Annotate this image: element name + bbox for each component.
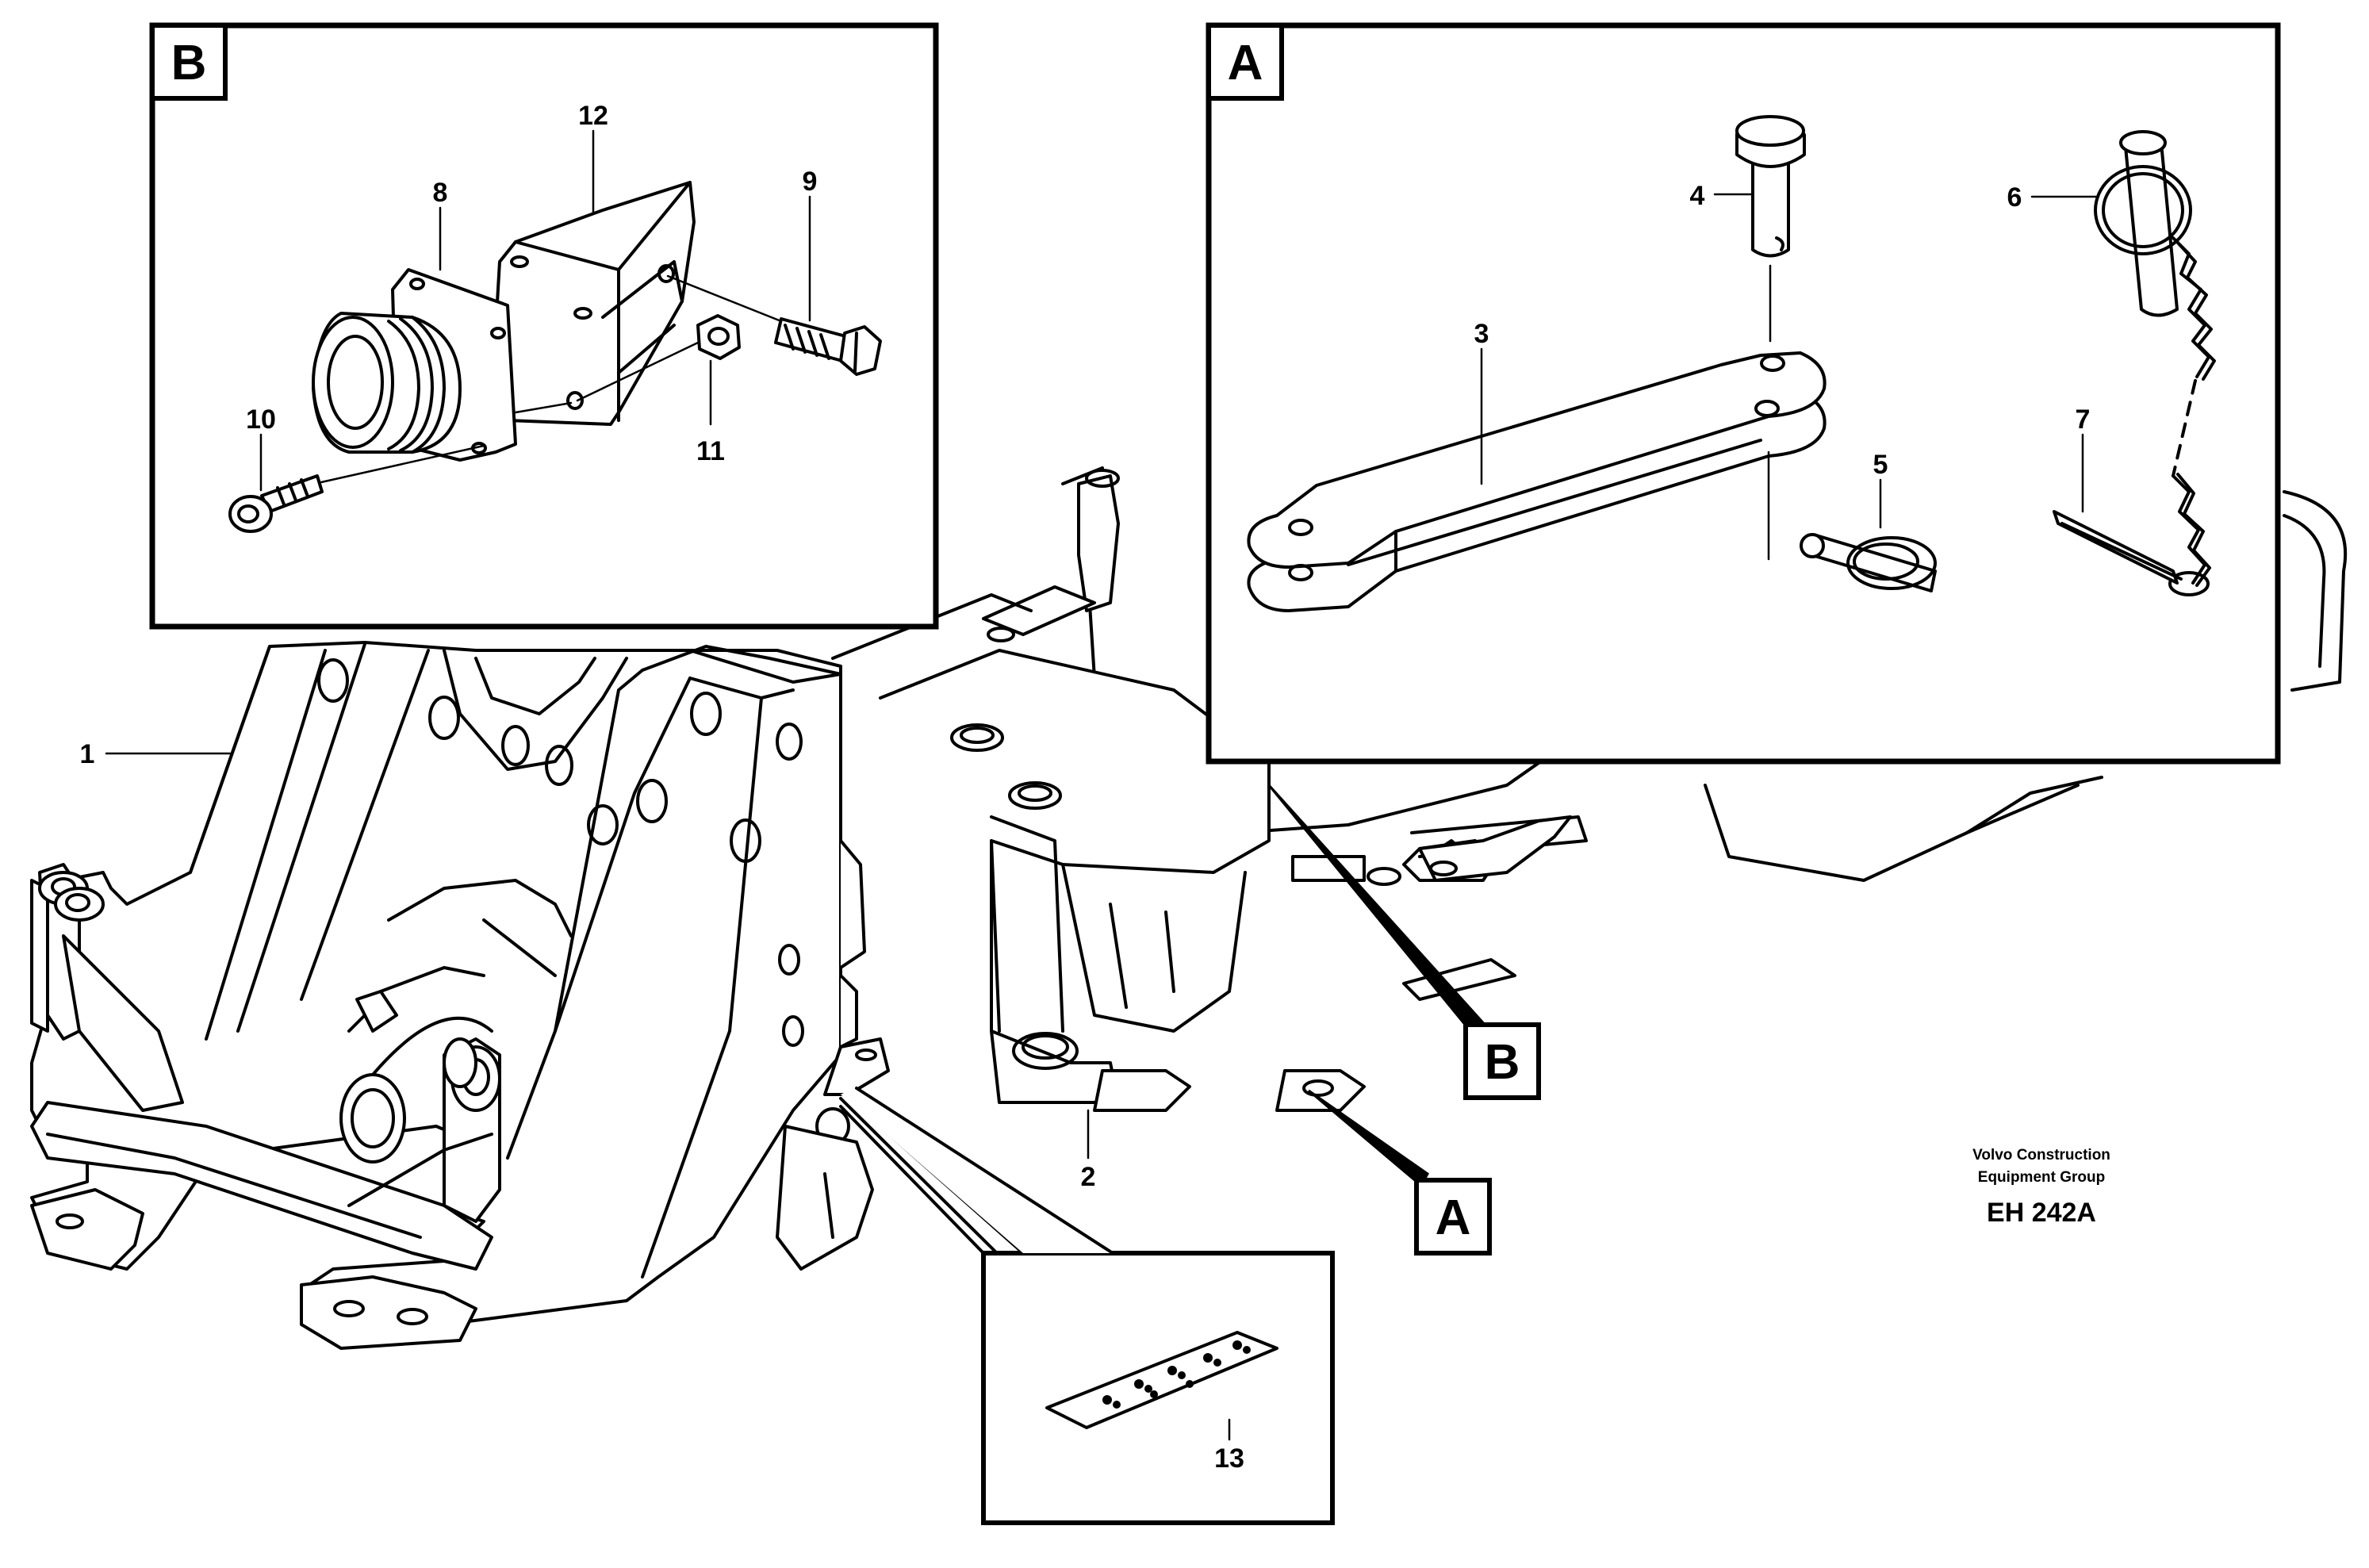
bolt-10 [228,474,324,533]
callout-10: 10 [246,404,276,435]
callout-2: 2 [1081,1162,1096,1192]
callout-8: 8 [433,178,448,208]
callout-3: 3 [1474,319,1489,349]
bolt-9 [774,317,882,376]
pin [1735,115,1806,258]
callout-9: 9 [803,167,818,197]
tag-a [1414,1178,1492,1256]
linch-pin [2094,130,2216,381]
tag-b [1463,1022,1541,1100]
credit-line-2: Equipment Group [1978,1169,2105,1186]
main-leader-lines [105,752,1090,1160]
cotter-pin [2053,473,2211,596]
callout-6: 6 [2007,182,2022,213]
detail-box-a-letter: A [1228,36,1263,90]
callout-1: 1 [80,739,95,769]
callout-12: 12 [578,101,608,131]
flange-housing [312,268,517,462]
credit-line-1: Volvo Construction [1972,1147,2110,1164]
detail-box-b [149,22,939,630]
nut-11 [696,314,741,360]
detail-13-box [839,1087,1335,1525]
rear-frame-assembly [831,411,2348,1112]
callout-11: 11 [696,436,725,466]
tag-a-letter: A [1436,1190,1471,1245]
decal-icon [1102,1340,1251,1409]
tool-bracket [30,863,501,1350]
lock-pin [1800,533,1937,592]
callout-13: 13 [1214,1443,1244,1474]
detail-box-b-letter: B [171,36,207,90]
callout-4: 4 [1690,181,1705,211]
callout-7: 7 [2076,404,2091,435]
drawing-reference: EH 242A [1987,1198,2096,1228]
detail-box-a [1206,22,2281,765]
tag-b-letter: B [1485,1035,1520,1090]
callout-5: 5 [1873,450,1888,480]
